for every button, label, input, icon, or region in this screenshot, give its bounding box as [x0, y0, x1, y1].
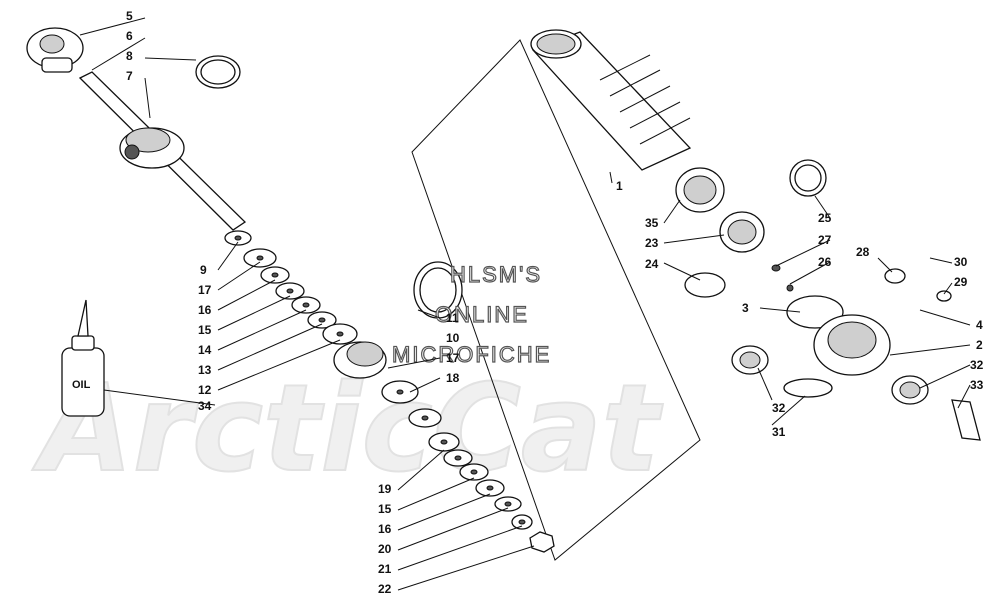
- callout-15b: 15: [378, 502, 392, 516]
- piston-assembly: [333, 261, 463, 379]
- callout-24: 24: [645, 257, 659, 271]
- callout-27: 27: [818, 233, 832, 247]
- callout-6: 6: [126, 29, 133, 43]
- callout-2: 2: [976, 338, 983, 352]
- callout-29: 29: [954, 275, 968, 289]
- callout-18: 18: [446, 371, 460, 385]
- oil-bottle: OIL: [61, 299, 105, 417]
- left-washer-stack: [224, 230, 358, 345]
- right-washer-stack: [381, 380, 555, 553]
- callout-11: 11: [446, 311, 459, 325]
- callout-20: 20: [378, 542, 392, 556]
- assembly-boundary: [411, 39, 701, 561]
- callout-1: 1: [616, 179, 623, 193]
- callout-17a: 17: [198, 283, 212, 297]
- callout-28: 28: [856, 245, 870, 259]
- leader-lines: [79, 17, 971, 591]
- watermark-line-2: ONLINE: [435, 302, 529, 327]
- callout-21: 21: [378, 562, 392, 576]
- callout-labels: 5 6 8 7 9 17 16 15 14 13 12 34 11 10 17 …: [126, 9, 984, 596]
- callout-3: 3: [742, 301, 749, 315]
- callout-26: 26: [818, 255, 832, 269]
- callout-19: 19: [378, 482, 392, 496]
- brand-watermark: ArcticCat: [32, 360, 664, 499]
- callout-10: 10: [446, 331, 460, 345]
- callout-30: 30: [954, 255, 968, 269]
- callout-17b: 17: [446, 351, 460, 365]
- callout-9: 9: [200, 263, 207, 277]
- callout-32b: 32: [970, 358, 984, 372]
- callout-8: 8: [126, 49, 133, 63]
- callout-22: 22: [378, 582, 392, 596]
- callout-33: 33: [970, 378, 984, 392]
- callout-16b: 16: [378, 522, 392, 536]
- watermark-line-1: HLSM'S: [450, 262, 542, 287]
- callout-13: 13: [198, 363, 212, 377]
- callout-14: 14: [198, 343, 212, 357]
- callout-34: 34: [198, 399, 212, 413]
- callout-12: 12: [198, 383, 212, 397]
- callout-23: 23: [645, 236, 659, 250]
- adjuster-nuts: [675, 159, 827, 298]
- callout-32a: 32: [772, 401, 786, 415]
- callout-15a: 15: [198, 323, 212, 337]
- callout-25: 25: [818, 211, 832, 225]
- callout-35: 35: [645, 216, 659, 230]
- callout-5: 5: [126, 9, 133, 23]
- watermark-line-3: MICROFICHE: [392, 342, 551, 367]
- reservoir-body: [731, 264, 981, 441]
- spring-body: [530, 29, 692, 171]
- callout-16a: 16: [198, 303, 212, 317]
- oil-label: OIL: [72, 379, 91, 391]
- callout-4: 4: [976, 318, 983, 332]
- callout-31: 31: [772, 425, 786, 439]
- callout-7: 7: [126, 69, 133, 83]
- shaft-assembly: [26, 27, 247, 231]
